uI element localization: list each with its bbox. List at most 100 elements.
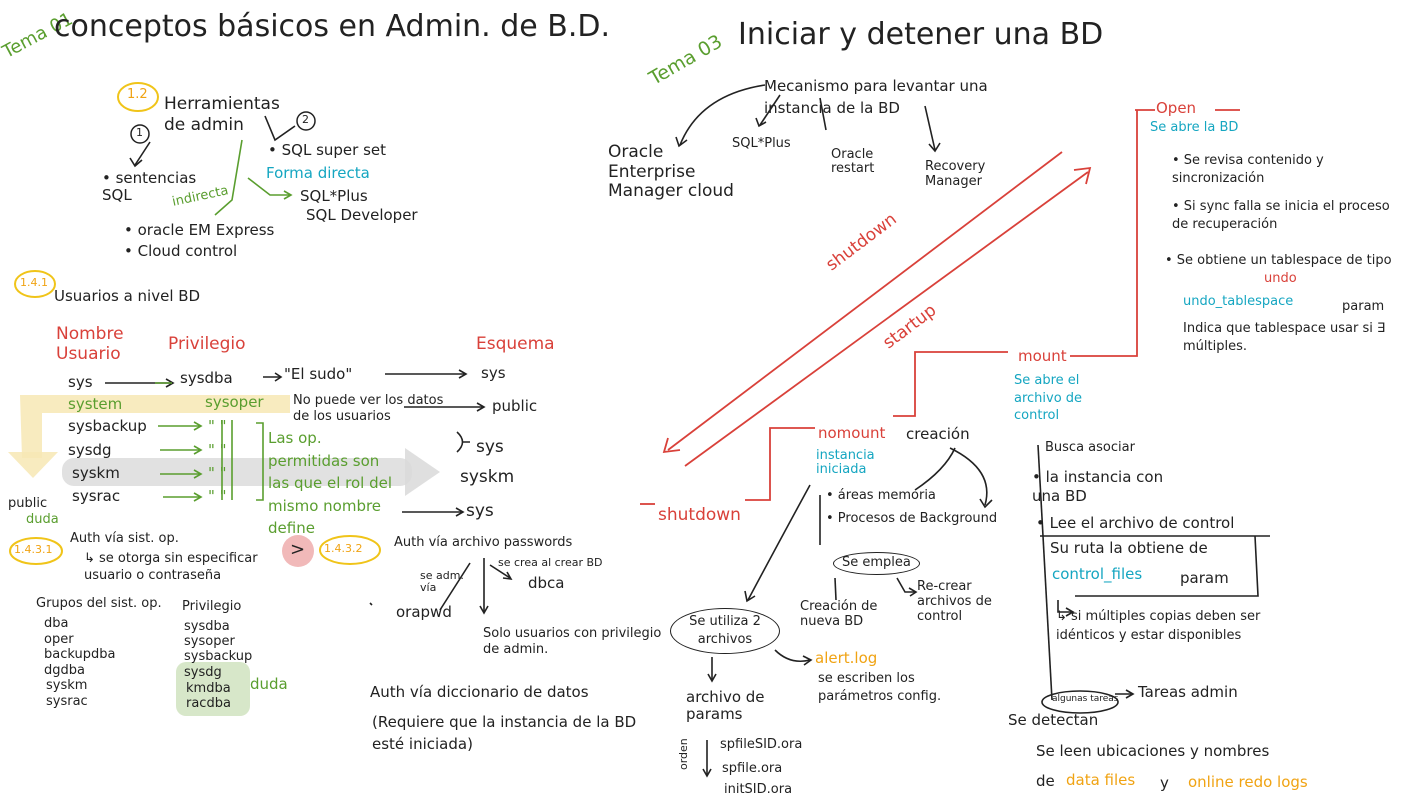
gray-highlight-syskm (62, 458, 412, 486)
yellow-highlight-system (20, 395, 290, 458)
user-row: sys (68, 373, 93, 391)
priv-row: sysoper (205, 393, 264, 411)
nomount-se-utiliza: Se utiliza 2 archivos (670, 608, 780, 655)
cloud-control: • Cloud control (124, 242, 238, 260)
open-b1: • Se revisa contenido y sincronización (1172, 153, 1324, 186)
yellow-highlight-arrowhead (8, 452, 58, 478)
nomount-creacion: creación (906, 425, 970, 443)
param-file: spfileSID.ora (720, 737, 803, 752)
se-adm-via: se adm. vía (420, 569, 464, 595)
badge-1-2-circle (117, 82, 159, 112)
num-2: 2 (302, 113, 309, 126)
schema-public: public (492, 397, 538, 415)
tool-recovery-manager: Recovery Manager (925, 159, 986, 189)
priv-row: " " (208, 487, 227, 505)
no-puede-ver: No puede ver los datos de los usuarios (293, 393, 444, 425)
header-esquema: Esquema (476, 334, 555, 354)
pink-highlight (282, 535, 314, 567)
badge-1-4-1: 1.4.1 (20, 276, 48, 289)
header-privilegio: Privilegio (168, 334, 246, 354)
se-crea-al-crear: se crea al crear BD (498, 556, 603, 569)
header-nombre-usuario: Nombre Usuario (56, 324, 124, 365)
open-undo-tablespace: undo_tablespace (1183, 294, 1294, 309)
shutdown-state: shutdown (658, 505, 741, 525)
nomount-recrear: Re-crear archivos de control (917, 579, 992, 624)
mount-se-leen: Se leen ubicaciones y nombres (1036, 742, 1270, 760)
header-grupos: Grupos del sist. op. (36, 596, 162, 611)
nomount-sub: instancia iniciada (816, 448, 875, 478)
schema-sys-3: sys (466, 501, 494, 521)
badge-1-4-3-2: 1.4.3.2 (324, 542, 363, 555)
group-item: oper (44, 632, 74, 647)
auth-sist-op: Auth vía sist. op. (70, 531, 179, 546)
duda-left: duda (26, 512, 59, 527)
open-b3b: Indica que tablespace usar si ∃ múltiple… (1183, 321, 1386, 355)
mount-tareas: Tareas admin (1138, 683, 1238, 701)
nomount-procesos: • Procesos de Background (826, 511, 998, 526)
alert-log: alert.log (815, 649, 878, 667)
mount-b1: • la instancia con una BD (1032, 468, 1164, 505)
num-2-circle (296, 111, 316, 131)
open-b2: • Si sync falla se inicia el proceso de … (1172, 199, 1390, 233)
priv-row: " " (208, 417, 227, 435)
group-priv: kmdba (186, 681, 231, 696)
badge-1-4-3-1-circle (9, 537, 63, 565)
user-row: sysdg (68, 441, 112, 459)
group-priv: sysoper (184, 634, 235, 649)
auth-sist-op-desc: ↳ se otorga sin especificar usuario o co… (84, 551, 258, 583)
forma-directa: Forma directa (266, 164, 370, 182)
group-priv: sysbackup (184, 649, 253, 664)
state-open: Open (1156, 99, 1197, 117)
auth-archivo-passwords: Auth vía archivo passwords (394, 535, 573, 550)
tool-oem-cloud: Oracle Enterprise Manager cloud (608, 142, 734, 202)
badge-1-4-3-2-circle (319, 535, 381, 565)
page-title-left: conceptos básicos en Admin. de B.D. (54, 9, 611, 44)
group-item: backupdba (44, 647, 116, 662)
mount-multi: ↳ si múltiples copias deben ser idéntico… (1056, 609, 1261, 643)
group-item: sysrac (46, 694, 88, 709)
open-sub: Se abre la BD (1150, 120, 1239, 135)
mount-b2b: Su ruta la obtiene de (1050, 539, 1208, 557)
priv-row: " " (208, 464, 227, 482)
user-row: syskm (72, 464, 120, 482)
user-row: sysbackup (68, 417, 147, 435)
num-1: 1 (136, 126, 143, 139)
mount-de: de (1036, 772, 1055, 790)
mount-param: param (1180, 569, 1229, 587)
mount-sub: Se abre el archivo de control (1014, 373, 1083, 424)
alert-desc: se escriben los parámetros config. (818, 671, 942, 704)
schema-sys: sys (481, 364, 506, 382)
badge-1-4-3-1: 1.4.3.1 (14, 543, 53, 556)
orden-label: orden (677, 738, 690, 770)
priv-row: sysdba (180, 369, 233, 387)
badge-1-2: 1.2 (127, 87, 148, 102)
solo-usuarios: Solo usuarios con privilegio de admin. (483, 626, 662, 657)
group-item: dba (44, 616, 69, 631)
gray-highlight-arrowhead (405, 448, 440, 496)
user-row: system (68, 395, 123, 413)
group-item: dgdba (44, 663, 85, 678)
num-1-circle (130, 124, 150, 144)
mount-data-files: data files (1066, 771, 1136, 789)
sql-superset: • SQL super set (268, 141, 387, 159)
oracle-em-express: • oracle EM Express (124, 221, 275, 239)
sql-developer: SQL Developer (306, 206, 418, 224)
group-priv: racdba (186, 696, 231, 711)
algunas-tareas: algunas tareas (1052, 694, 1119, 704)
el-sudo: "El sudo" (284, 365, 353, 383)
archivo-params: archivo de params (686, 688, 765, 724)
tool-sqlplus: SQL*Plus (732, 136, 791, 151)
state-nomount: nomount (818, 424, 886, 442)
open-param: param (1342, 299, 1385, 314)
nomount-se-emplea: Se emplea (833, 552, 920, 575)
priv-row: " " (208, 441, 227, 459)
mount-b2a: • Lee el archivo de control (1036, 514, 1235, 532)
pink-chevron: > (290, 539, 306, 560)
startup-diagonal (684, 171, 1089, 467)
auth-diccionario: Auth vía diccionario de datos (370, 683, 589, 701)
sqlplus-left: SQL*Plus (300, 187, 368, 205)
nomount-areas: • áreas memoria (826, 488, 936, 503)
page-title-right: Iniciar y detener una BD (738, 17, 1104, 52)
s12-title: Herramientas de admin (164, 94, 280, 136)
sentencias-sql: • sentencias SQL (102, 169, 197, 205)
